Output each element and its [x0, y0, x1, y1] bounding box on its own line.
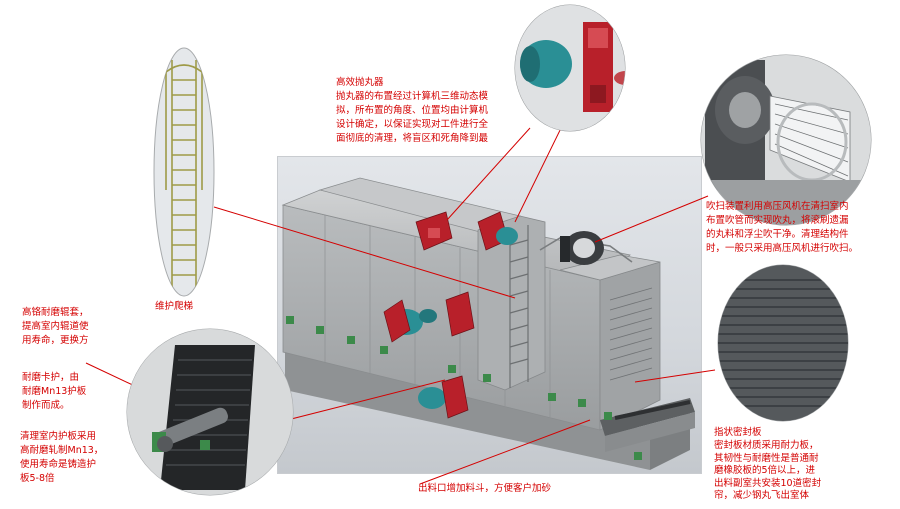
shot-blaster-title: 高效抛丸器	[336, 77, 384, 88]
guard-plate-desc: 清理室内护板采用 高耐磨轧制Mn13， 使用寿命是铸造护 板5-8倍	[20, 431, 104, 484]
blaster-unit	[477, 211, 518, 251]
shot-blaster-desc: 抛丸器的布置经过计算机三维动态模 拟，所布置的角度、位置均由计算机 设计确定，以…	[336, 91, 489, 144]
ladder-desc: 维护爬梯	[155, 301, 194, 312]
roof-blower	[560, 231, 604, 265]
blow-device-label: 吹扫装置利用高压风机在清扫室内 布置吹管而实现吹丸，将滚刷遗漏 的丸料和浮尘吹干…	[706, 200, 898, 256]
seal-board-desc: 密封板材质采用耐力板， 其韧性与耐磨性是普通耐 磨橡胶板的5倍以上，进 出料副室…	[714, 440, 822, 501]
guard-plate-label: 清理室内护板采用 高耐磨轧制Mn13， 使用寿命是铸造护 板5-8倍	[20, 430, 140, 486]
seal-board-title: 指状密封板	[714, 427, 762, 438]
outlet-hopper-label: 出料口增加料斗，方便客户加砂	[418, 482, 618, 496]
blower-callout	[700, 54, 872, 226]
blaster-unit	[383, 291, 475, 343]
seal-board-callout	[717, 264, 849, 422]
wear-clip-desc: 耐磨卡护，由 耐磨Mn13护板 制作而成。	[22, 372, 87, 411]
blaster-unit	[418, 375, 469, 419]
seal-board-label: 指状密封板 密封板材质采用耐力板， 其韧性与耐磨性是普通耐 磨橡胶板的5倍以上，…	[714, 426, 884, 503]
ladder-callout	[153, 47, 215, 297]
wear-clip-label: 耐磨卡护，由 耐磨Mn13护板 制作而成。	[22, 371, 132, 413]
roller-sleeve-desc: 高铬耐磨辊套， 提高室内辊道使 用寿命，更换方	[22, 307, 89, 346]
shot-blaster-callout	[514, 4, 626, 132]
roller-callout	[126, 328, 294, 496]
blow-device-desc: 吹扫装置利用高压风机在清扫室内 布置吹管而实现吹丸，将滚刷遗漏 的丸料和浮尘吹干…	[706, 201, 859, 254]
outlet-hopper-desc: 出料口增加料斗，方便客户加砂	[418, 483, 552, 494]
roller-sleeve-label: 高铬耐磨辊套， 提高室内辊道使 用寿命，更换方	[22, 306, 132, 348]
ladder-label: 维护爬梯	[155, 300, 225, 314]
blaster-unit	[415, 211, 453, 251]
shot-blaster-label: 高效抛丸器 抛丸器的布置经过计算机三维动态模 拟，所布置的角度、位置均由计算机 …	[336, 76, 516, 146]
shot-blasting-machine	[281, 177, 695, 470]
